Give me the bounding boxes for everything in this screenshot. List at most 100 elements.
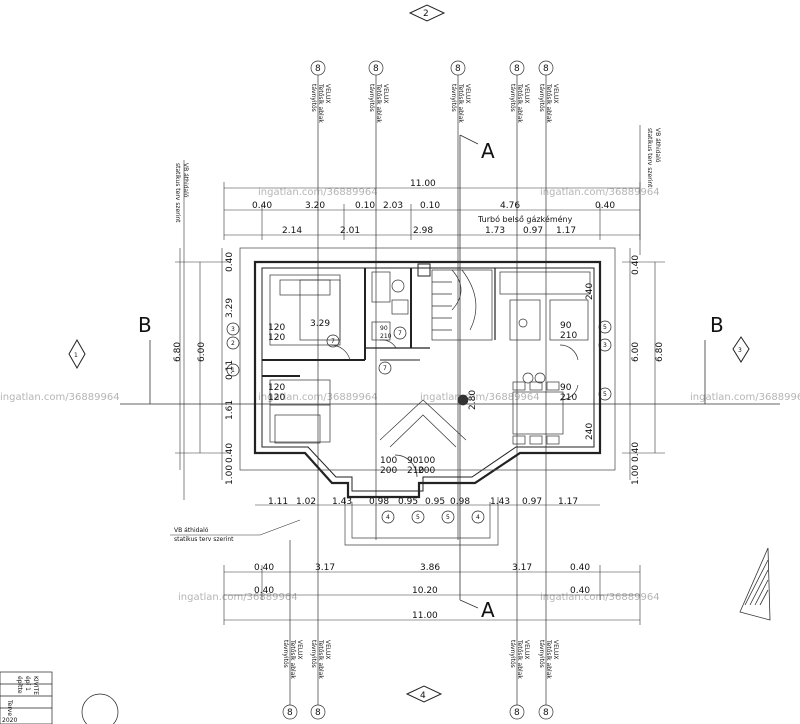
svg-text:7: 7 bbox=[398, 330, 402, 337]
svg-text:0.97: 0.97 bbox=[522, 497, 542, 507]
dim-top: 0.40 bbox=[252, 201, 272, 211]
svg-text:4: 4 bbox=[420, 691, 426, 701]
svg-text:Tetősík ablak: Tetősík ablak bbox=[545, 83, 552, 123]
dim-top: 2.03 bbox=[383, 201, 403, 211]
svg-text:távnyitós: távnyitós bbox=[538, 84, 545, 112]
svg-text:távnyitós: távnyitós bbox=[509, 84, 516, 112]
living-room-features bbox=[274, 394, 469, 448]
left-sheet-marker: 1 bbox=[68, 338, 86, 370]
svg-text:távnyitós: távnyitós bbox=[538, 640, 545, 668]
section-label-a-top: A bbox=[481, 139, 495, 163]
svg-text:Tetősík ablak: Tetősík ablak bbox=[289, 639, 296, 679]
beam-note-top-left: VB áthidaló statikus terv szerint bbox=[174, 160, 189, 500]
bottom-dimension-row3: 0.40 10.20 0.40 bbox=[254, 586, 590, 596]
bottom-dimension-lines bbox=[223, 504, 641, 625]
bottom-dimension-row1: 1.11 1.02 1.43 0.98 0.95 0.95 0.98 1.43 … bbox=[268, 497, 578, 507]
velux-number: 8 bbox=[315, 708, 321, 718]
svg-text:3: 3 bbox=[231, 326, 235, 333]
svg-text:90: 90 bbox=[407, 456, 419, 466]
left-dimension-labels: 0.40 3.29 0.11 1.61 0.40 1.00 6.80 6.00 bbox=[173, 252, 235, 485]
svg-text:távnyitós: távnyitós bbox=[368, 84, 375, 112]
svg-text:0.40: 0.40 bbox=[225, 443, 235, 463]
svg-text:VB áthidaló: VB áthidaló bbox=[654, 128, 661, 163]
dim-top: 0.40 bbox=[595, 201, 615, 211]
svg-text:120: 120 bbox=[268, 323, 285, 333]
heating-note: Turbó belső gázkémény bbox=[477, 214, 573, 224]
svg-text:0.40: 0.40 bbox=[570, 563, 590, 573]
svg-text:VELUX: VELUX bbox=[552, 640, 559, 659]
dim-top-row3: 0.97 bbox=[523, 226, 543, 236]
watermark: ingatlan.com/36889964 bbox=[540, 187, 660, 198]
svg-text:7: 7 bbox=[331, 338, 335, 345]
svg-text:200: 200 bbox=[418, 466, 435, 476]
kitchen-units bbox=[499, 271, 591, 341]
svg-text:Tetősík ablak: Tetősík ablak bbox=[545, 639, 552, 679]
svg-text:3.17: 3.17 bbox=[512, 563, 532, 573]
svg-text:Terve: Terve bbox=[6, 699, 13, 716]
svg-text:1.00: 1.00 bbox=[225, 465, 235, 485]
svg-text:0.40: 0.40 bbox=[570, 586, 590, 596]
svg-text:statikus terv szerint: statikus terv szerint bbox=[174, 163, 181, 223]
svg-text:210: 210 bbox=[380, 333, 392, 340]
svg-text:távnyitós: távnyitós bbox=[282, 640, 289, 668]
dining-table bbox=[512, 372, 564, 445]
svg-text:0.40: 0.40 bbox=[631, 442, 641, 462]
svg-text:3: 3 bbox=[603, 342, 607, 349]
section-label-b-right: B bbox=[710, 313, 724, 337]
svg-text:1.61: 1.61 bbox=[225, 400, 235, 420]
title-block-text: KIVITE épí 1 építte Terve 2020 bbox=[2, 676, 39, 724]
svg-text:VB áthidaló: VB áthidaló bbox=[182, 163, 189, 198]
svg-text:0.98: 0.98 bbox=[450, 497, 470, 507]
section-lines bbox=[120, 134, 780, 609]
svg-text:0.40: 0.40 bbox=[631, 255, 641, 275]
building-walls bbox=[253, 260, 602, 499]
svg-text:6.00: 6.00 bbox=[197, 342, 207, 362]
watermark: ingatlan.com/36889964 bbox=[420, 392, 540, 403]
dim-top-row3: 1.73 bbox=[485, 226, 505, 236]
svg-text:210: 210 bbox=[407, 466, 424, 476]
svg-text:6.80: 6.80 bbox=[655, 342, 665, 362]
svg-text:5: 5 bbox=[603, 324, 607, 331]
svg-text:3.86: 3.86 bbox=[420, 563, 440, 573]
velux-lines-bottom bbox=[282, 540, 554, 720]
dim-top: 4.76 bbox=[500, 201, 520, 211]
svg-text:építte: építte bbox=[16, 676, 23, 694]
watermark: ingatlan.com/36889964 bbox=[0, 392, 120, 403]
svg-text:távnyitós: távnyitós bbox=[509, 640, 516, 668]
svg-text:240: 240 bbox=[585, 423, 595, 440]
svg-text:2: 2 bbox=[231, 340, 235, 347]
watermarks: ingatlan.com/36889964 ingatlan.com/36889… bbox=[0, 187, 800, 603]
svg-text:VELUX: VELUX bbox=[324, 640, 331, 659]
velux-number: 8 bbox=[543, 708, 549, 718]
svg-text:3.17: 3.17 bbox=[315, 563, 335, 573]
top-dimension-lines bbox=[223, 182, 641, 240]
svg-text:épí 1: épí 1 bbox=[24, 676, 31, 691]
velux-number: 8 bbox=[455, 64, 461, 74]
svg-text:statikus terv szerint: statikus terv szerint bbox=[174, 536, 234, 543]
svg-text:3.29: 3.29 bbox=[310, 319, 330, 329]
svg-text:1.11: 1.11 bbox=[268, 497, 288, 507]
right-dimension-labels: 0.40 6.00 6.80 0.40 1.00 bbox=[631, 255, 665, 485]
svg-text:0.11: 0.11 bbox=[225, 360, 235, 380]
top-sheet-marker: 2 bbox=[408, 4, 446, 22]
velux-number: 8 bbox=[287, 708, 293, 718]
svg-text:1: 1 bbox=[74, 352, 78, 359]
dim-total-top: 11.00 bbox=[410, 179, 436, 189]
svg-text:VELUX: VELUX bbox=[552, 84, 559, 103]
dim-top: 3.20 bbox=[305, 201, 325, 211]
svg-text:2: 2 bbox=[423, 9, 429, 19]
dim-top-row3: 2.14 bbox=[282, 226, 302, 236]
svg-text:távnyitós: távnyitós bbox=[310, 640, 317, 668]
svg-text:1.17: 1.17 bbox=[558, 497, 578, 507]
frame-lines bbox=[239, 247, 616, 546]
section-label-b-left: B bbox=[138, 313, 152, 337]
velux-number: 8 bbox=[514, 708, 520, 718]
svg-text:VB áthidaló: VB áthidaló bbox=[174, 527, 209, 534]
circled-tags bbox=[226, 320, 612, 524]
dim-top: 0.10 bbox=[420, 201, 440, 211]
svg-text:90: 90 bbox=[560, 383, 572, 393]
svg-text:Tetősík ablak: Tetősík ablak bbox=[516, 83, 523, 123]
